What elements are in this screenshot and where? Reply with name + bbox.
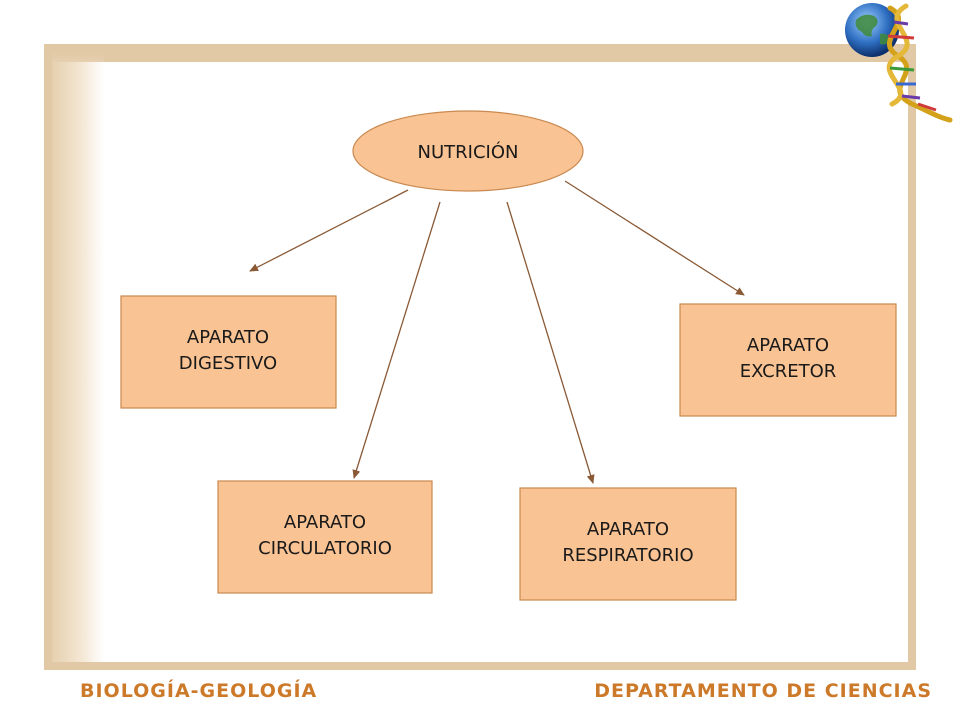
node-excretor: APARATO EXCRETOR — [679, 303, 897, 417]
node-digestivo: APARATO DIGESTIVO — [120, 295, 337, 409]
node-excretor-line2: EXCRETOR — [740, 361, 837, 382]
arrow-to-circulatorio — [352, 201, 441, 479]
arrow-to-excretor — [564, 180, 745, 296]
node-respiratorio-line1: APARATO — [587, 519, 669, 540]
node-circulatorio: APARATO CIRCULATORIO — [217, 480, 433, 594]
arrow-to-respiratorio — [506, 201, 595, 484]
node-circulatorio-line2: CIRCULATORIO — [258, 538, 392, 559]
node-digestivo-line1: APARATO — [187, 327, 269, 348]
node-digestivo-line2: DIGESTIVO — [179, 353, 277, 374]
node-excretor-line1: APARATO — [747, 335, 829, 356]
arrow-to-digestivo — [249, 189, 409, 272]
node-respiratorio: APARATO RESPIRATORIO — [519, 487, 737, 601]
footer-department: DEPARTAMENTO DE CIENCIAS — [594, 680, 932, 702]
node-nutricion-label: NUTRICIÓN — [418, 141, 519, 163]
node-respiratorio-line2: RESPIRATORIO — [562, 545, 693, 566]
frame-left-fade — [52, 62, 104, 662]
globe-dna-icon — [845, 3, 953, 123]
node-nutricion: NUTRICIÓN — [352, 110, 584, 192]
footer-subject: BIOLOGÍA-GEOLOGÍA — [80, 680, 318, 702]
node-circulatorio-line1: APARATO — [284, 512, 366, 533]
